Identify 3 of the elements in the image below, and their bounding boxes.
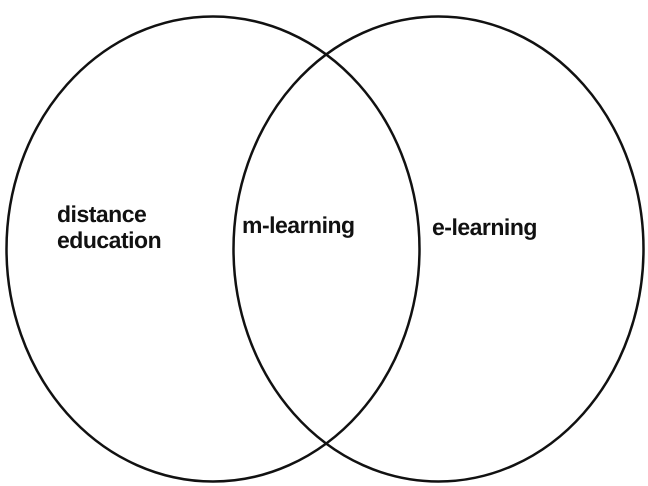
set-label: distance education [57, 201, 162, 253]
overlap-label: m-learning [242, 212, 356, 238]
set-label: e-learning [432, 214, 538, 240]
